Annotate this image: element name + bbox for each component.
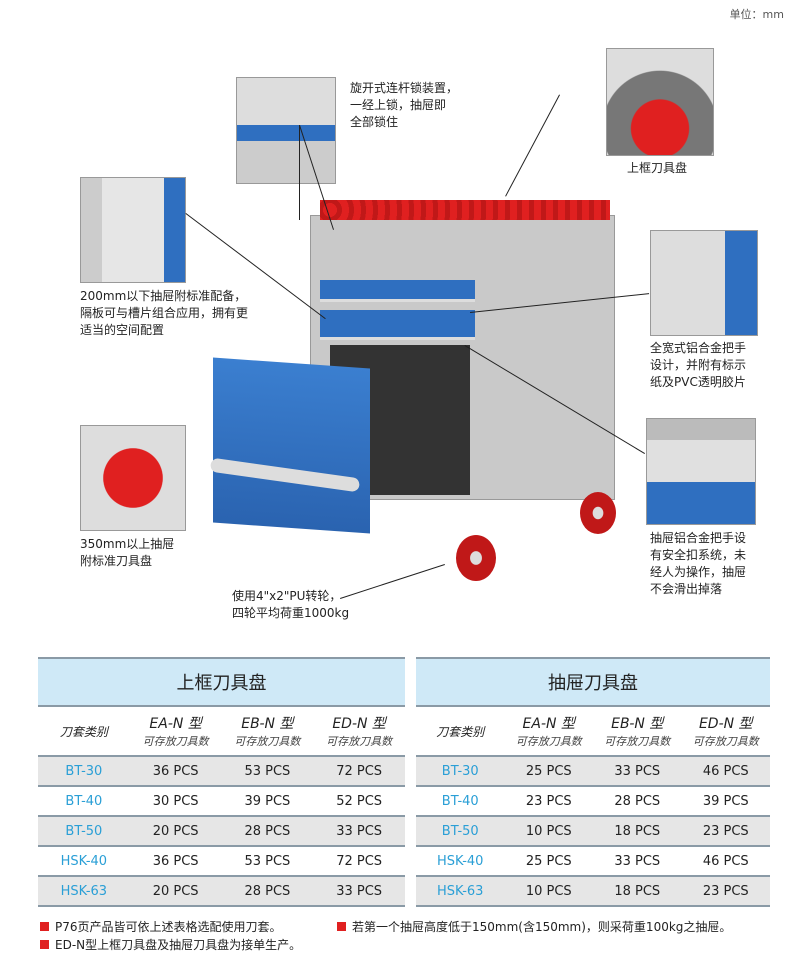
cell-type: BT-40: [441, 793, 479, 809]
bullet-icon: [40, 940, 49, 949]
cell-count: 25 PCS: [525, 763, 572, 779]
caption-safety: 抽屉铝合金把手设 有安全扣系统，未 经人为操作，抽屉 不会滑出掉落: [650, 531, 747, 596]
handle-photo: [650, 230, 758, 336]
col-subheader: 可存放刀具数: [604, 735, 671, 748]
col-header-type: 刀套类别: [59, 724, 108, 739]
cell-type: BT-40: [65, 793, 103, 809]
table-row: HSK-63 10 PCS 18 PCS 23 PCS: [416, 877, 770, 907]
cell-type: HSK-40: [437, 853, 484, 869]
cell-count: 20 PCS: [152, 823, 199, 839]
col-header: EB-N 型: [241, 716, 294, 732]
cell-type: BT-50: [441, 823, 479, 839]
caption-lock: 旋开式连杆锁装置， 一经上锁，抽屉即 全部锁住: [350, 81, 459, 129]
table-row: BT-50 20 PCS 28 PCS 33 PCS: [38, 817, 405, 847]
table-row: HSK-63 20 PCS 28 PCS 33 PCS: [38, 877, 405, 907]
col-subheader: 可存放刀具数: [326, 735, 393, 748]
cell-count: 72 PCS: [336, 763, 383, 779]
cell-type: BT-50: [65, 823, 103, 839]
top-tray-photo: [606, 48, 714, 156]
cell-count: 53 PCS: [244, 853, 291, 869]
table-row: BT-30 25 PCS 33 PCS 46 PCS: [416, 757, 770, 787]
cell-count: 52 PCS: [336, 793, 383, 809]
caption-drawer-tray: 350mm以上抽屉 附标准刀具盘: [80, 537, 175, 568]
cell-count: 53 PCS: [244, 763, 291, 779]
wheel: [456, 535, 496, 581]
col-header: ED-N 型: [332, 716, 386, 732]
col-subheader: 可存放刀具数: [142, 735, 209, 748]
col-header: ED-N 型: [698, 716, 753, 732]
cell-count: 23 PCS: [702, 823, 749, 839]
cell-count: 18 PCS: [614, 823, 661, 839]
cell-count: 46 PCS: [702, 763, 749, 779]
table-row: BT-40 23 PCS 28 PCS 39 PCS: [416, 787, 770, 817]
top-tray-table: 上框刀具盘 刀套类别 EA-N 型可存放刀具数 EB-N 型可存放刀具数 ED-…: [38, 657, 405, 907]
bullet-icon: [337, 922, 346, 931]
drawer-tray-photo: [80, 425, 186, 531]
caption-top-tray: 上框刀具盘: [627, 161, 688, 175]
cell-count: 36 PCS: [152, 853, 199, 869]
col-subheader: 可存放刀具数: [234, 735, 301, 748]
table-row: BT-50 10 PCS 18 PCS 23 PCS: [416, 817, 770, 847]
note: 若第一个抽屉高度低于150mm(含150mm)，则采荷重100kg之抽屉。: [337, 918, 731, 935]
wheel: [580, 492, 616, 534]
cell-count: 28 PCS: [244, 883, 291, 899]
cell-count: 20 PCS: [152, 883, 199, 899]
cell-count: 28 PCS: [614, 793, 661, 809]
cell-count: 46 PCS: [702, 853, 749, 869]
table-title: 抽屉刀具盘: [416, 659, 770, 707]
cell-count: 23 PCS: [702, 883, 749, 899]
table-row: HSK-40 25 PCS 33 PCS 46 PCS: [416, 847, 770, 877]
note-text: ED-N型上框刀具盘及抽屉刀具盘为接单生产。: [55, 938, 302, 952]
drawer-2: [320, 310, 475, 340]
note: P76页产品皆可依上述表格选配使用刀套。: [40, 918, 282, 935]
cell-type: HSK-63: [437, 883, 484, 899]
table-row: BT-30 36 PCS 53 PCS 72 PCS: [38, 757, 405, 787]
cell-type: HSK-63: [60, 883, 108, 899]
cell-count: 33 PCS: [336, 883, 383, 899]
cell-count: 39 PCS: [244, 793, 291, 809]
cell-count: 33 PCS: [614, 763, 661, 779]
bullet-icon: [40, 922, 49, 931]
table-row: HSK-40 36 PCS 53 PCS 72 PCS: [38, 847, 405, 877]
divider-photo: [80, 177, 186, 283]
lock-photo: [236, 77, 336, 184]
cell-count: 72 PCS: [336, 853, 383, 869]
note-text: 若第一个抽屉高度低于150mm(含150mm)，则采荷重100kg之抽屉。: [352, 920, 732, 934]
cell-count: 30 PCS: [152, 793, 199, 809]
col-header: EB-N 型: [611, 716, 664, 732]
cell-count: 36 PCS: [152, 763, 199, 779]
cell-type: BT-30: [65, 763, 103, 779]
cell-type: HSK-40: [60, 853, 108, 869]
cell-count: 18 PCS: [614, 883, 661, 899]
top-tool-tray: [320, 200, 610, 220]
cell-count: 33 PCS: [336, 823, 383, 839]
cell-count: 10 PCS: [525, 883, 572, 899]
cabinet-door: [213, 357, 370, 534]
table-row: BT-40 30 PCS 39 PCS 52 PCS: [38, 787, 405, 817]
cell-count: 10 PCS: [525, 823, 572, 839]
drawer-tray-table: 抽屉刀具盘 刀套类别 EA-N 型可存放刀具数 EB-N 型可存放刀具数 ED-…: [416, 657, 770, 907]
col-header: EA-N 型: [149, 716, 202, 732]
col-subheader: 可存放刀具数: [515, 735, 582, 748]
cell-type: BT-30: [441, 763, 479, 779]
note: ED-N型上框刀具盘及抽屉刀具盘为接单生产。: [40, 936, 301, 953]
drawer-1: [320, 280, 475, 302]
caption-wheels: 使用4"x2"PU转轮， 四轮平均荷重1000kg: [232, 589, 350, 620]
cell-count: 23 PCS: [525, 793, 572, 809]
caption-handle: 全宽式铝合金把手 设计，并附有标示 纸及PVC透明胶片: [650, 341, 747, 389]
cell-count: 39 PCS: [702, 793, 749, 809]
col-subheader: 可存放刀具数: [692, 735, 759, 748]
cell-count: 28 PCS: [244, 823, 291, 839]
note-text: P76页产品皆可依上述表格选配使用刀套。: [55, 920, 282, 934]
cell-count: 33 PCS: [614, 853, 661, 869]
table-title: 上框刀具盘: [38, 659, 405, 707]
unit-label: 单位：mm: [729, 8, 784, 21]
caption-divider: 200mm以下抽屉附标准配备， 隔板可与槽片组合应用，拥有更 适当的空间配置: [80, 289, 249, 337]
cell-count: 25 PCS: [525, 853, 572, 869]
safety-photo: [646, 418, 756, 525]
col-header: EA-N 型: [522, 716, 575, 732]
col-header-type: 刀套类别: [436, 724, 485, 739]
